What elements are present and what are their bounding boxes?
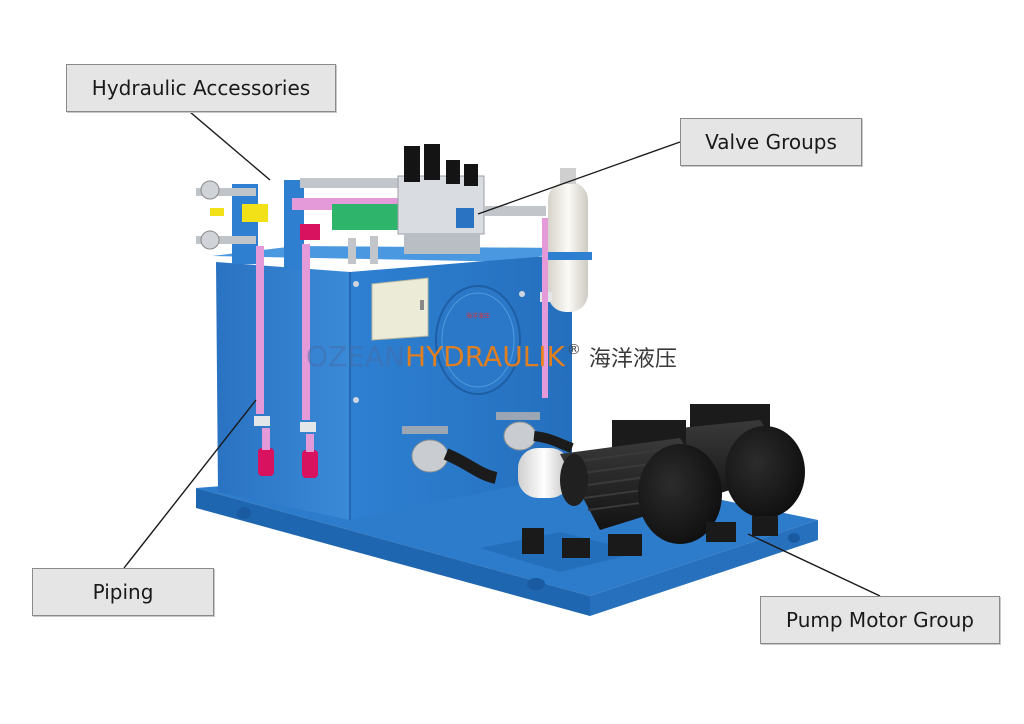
- callout-hydraulic-accessories: Hydraulic Accessories: [66, 64, 336, 112]
- brand-watermark: OZEAN HYDRAULIK ® 海洋液压: [306, 340, 677, 373]
- callout-valve-groups: Valve Groups: [680, 118, 862, 166]
- accumulator: [540, 168, 592, 398]
- svg-text:海洋液压: 海洋液压: [466, 312, 490, 320]
- leader-pump-motor-group: [747, 533, 881, 597]
- callout-piping: Piping: [32, 568, 214, 616]
- watermark-chinese: 海洋液压: [588, 347, 677, 372]
- return-piping: [254, 244, 318, 478]
- leader-lines: [123, 111, 881, 597]
- callout-pump-motor-group: Pump Motor Group: [760, 596, 1000, 644]
- pump-motor-group: [518, 404, 805, 558]
- watermark-ozean: OZEAN: [306, 340, 406, 373]
- leader-piping: [123, 399, 257, 569]
- leader-hydraulic-accessories: [189, 111, 271, 181]
- watermark-hydraulik: HYDRAULIK: [405, 340, 565, 373]
- top-manifold: [196, 144, 546, 270]
- leader-valve-groups: [477, 141, 681, 215]
- registered-mark: ®: [566, 342, 581, 358]
- oil-tank: 海洋液压: [212, 246, 574, 520]
